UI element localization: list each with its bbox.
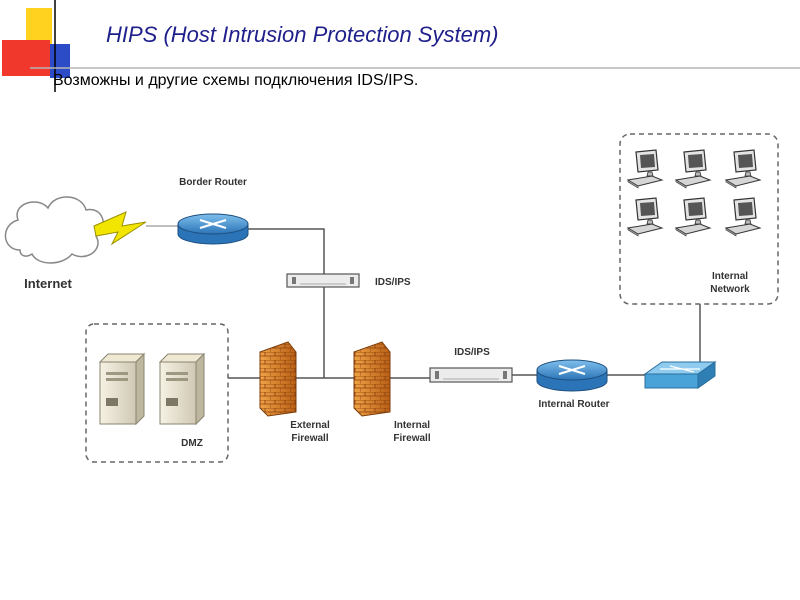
external-firewall-label-line1: External: [290, 420, 330, 431]
link-border-router-core: [248, 228, 325, 378]
workstation-icon: [724, 149, 762, 189]
dmz-label: DMZ: [181, 438, 203, 449]
border-router-icon: [177, 213, 249, 245]
internal-router-icon: [536, 359, 608, 392]
ids-ips-top-label: IDS/IPS: [375, 277, 411, 288]
connection-lines: [228, 228, 701, 379]
internal-network-label-line2: Network: [710, 284, 750, 295]
dmz-server-icon: [98, 352, 146, 426]
internal-network-label-line1: Internal: [712, 271, 748, 282]
workstation-icon: [674, 197, 712, 237]
internal-firewall-icon: [353, 341, 391, 417]
border-router-label: Border Router: [179, 177, 247, 188]
workstation-icon: [626, 197, 664, 237]
internal-network-zone: [619, 133, 779, 305]
lightning-icon: [93, 211, 178, 246]
workstation-icon: [674, 149, 712, 189]
ids-ips-mid-label: IDS/IPS: [454, 347, 490, 358]
workstation-icon: [626, 149, 664, 189]
ids-ips-top-icon: [286, 273, 360, 288]
ids-ips-mid-icon: [429, 367, 513, 383]
switch-icon: [643, 361, 717, 389]
internet-label: Internet: [24, 276, 72, 291]
internal-firewall-label-line2: Firewall: [393, 433, 430, 444]
workstation-group: [626, 149, 762, 237]
internal-router-label: Internal Router: [538, 399, 609, 410]
internal-firewall-label-line1: Internal: [394, 420, 430, 431]
slide-title: HIPS (Host Intrusion Protection System): [106, 22, 499, 47]
dmz-zone: [85, 323, 229, 463]
external-firewall-label-line2: Firewall: [291, 433, 328, 444]
red-square: [2, 40, 50, 76]
internet-cloud-icon: [4, 196, 104, 264]
slide-subtitle: Возможны и другие схемы подключения IDS/…: [53, 72, 419, 89]
external-firewall-icon: [259, 341, 297, 417]
dmz-server-icon: [158, 352, 206, 426]
workstation-icon: [724, 197, 762, 237]
yellow-square: [26, 8, 52, 46]
